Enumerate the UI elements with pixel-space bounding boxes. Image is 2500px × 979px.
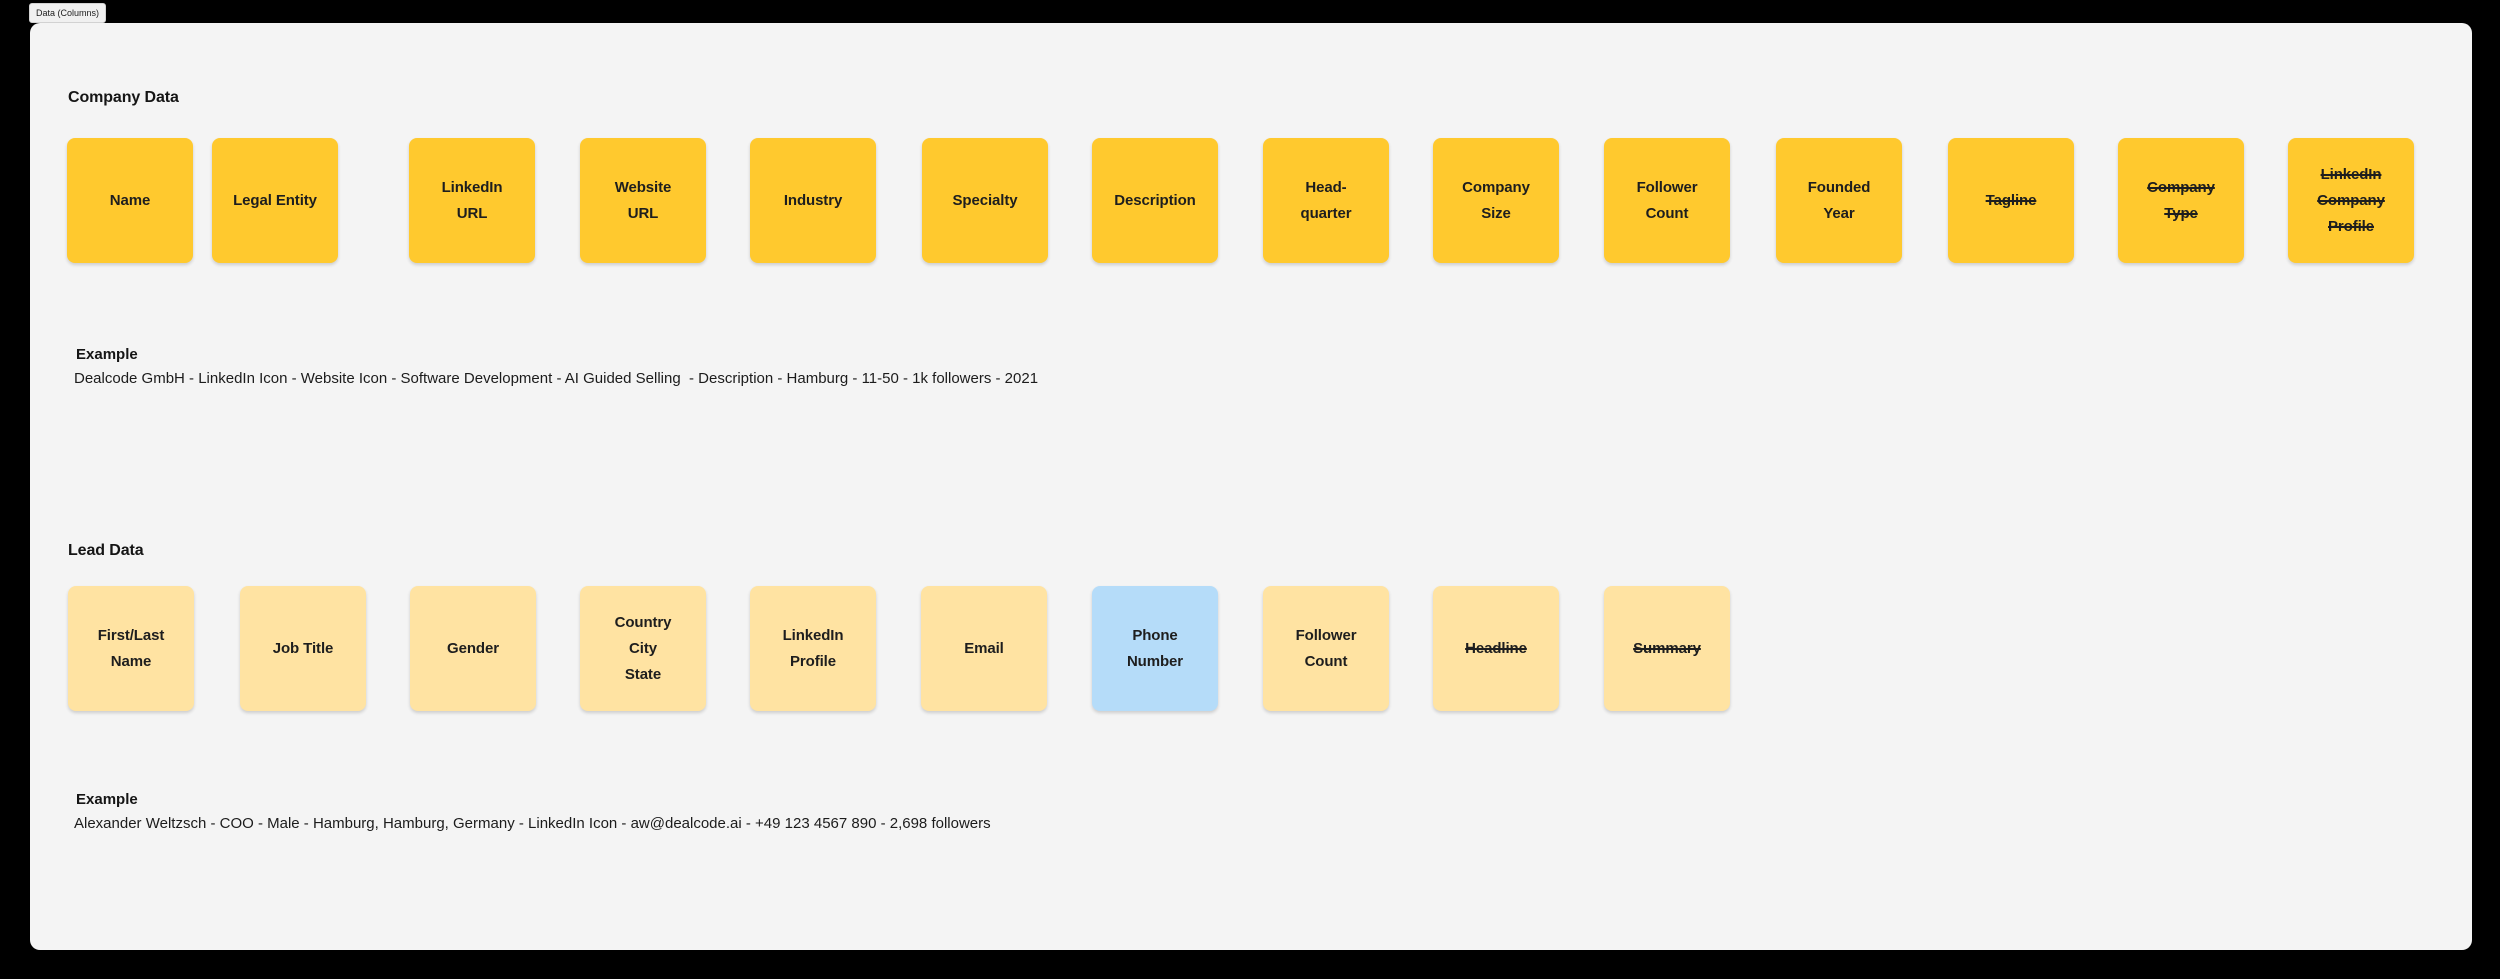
sticky-note[interactable]: Website URL [580,138,706,263]
sticky-note[interactable]: Industry [750,138,876,263]
lead-example-text[interactable]: Alexander Weltzsch - COO - Male - Hambur… [74,815,991,832]
sticky-note[interactable]: LinkedIn URL [409,138,535,263]
sticky-note[interactable]: Job Title [240,586,366,711]
lead-data-title[interactable]: Lead Data [68,542,144,559]
sticky-note[interactable]: LinkedIn Profile [750,586,876,711]
sticky-note[interactable]: First/Last Name [68,586,194,711]
sticky-note[interactable]: Tagline [1948,138,2074,263]
sticky-note[interactable]: LinkedIn Company Profile [2288,138,2414,263]
sticky-note[interactable]: Country City State [580,586,706,711]
sticky-note[interactable]: Follower Count [1263,586,1389,711]
company-example-text[interactable]: Dealcode GmbH - LinkedIn Icon - Website … [74,370,1039,387]
sticky-note[interactable]: Head- quarter [1263,138,1389,263]
sticky-note[interactable]: Gender [410,586,536,711]
company-example-label[interactable]: Example [76,346,138,363]
sticky-note[interactable]: Name [67,138,193,263]
sticky-note[interactable]: Company Type [2118,138,2244,263]
company-data-title[interactable]: Company Data [68,89,179,106]
sticky-note[interactable]: Phone Number [1092,586,1218,711]
section-name-tab[interactable]: Data (Columns) [29,3,107,23]
sticky-note[interactable]: Headline [1433,586,1559,711]
sticky-note[interactable]: Company Size [1433,138,1559,263]
sticky-note[interactable]: Specialty [922,138,1048,263]
lead-example-label[interactable]: Example [76,791,138,808]
sticky-note[interactable]: Email [921,586,1047,711]
sticky-note[interactable]: Summary [1604,586,1730,711]
sticky-note[interactable]: Description [1092,138,1218,263]
sticky-note[interactable]: Legal Entity [212,138,338,263]
sticky-note[interactable]: Founded Year [1776,138,1902,263]
sticky-note[interactable]: Follower Count [1604,138,1730,263]
